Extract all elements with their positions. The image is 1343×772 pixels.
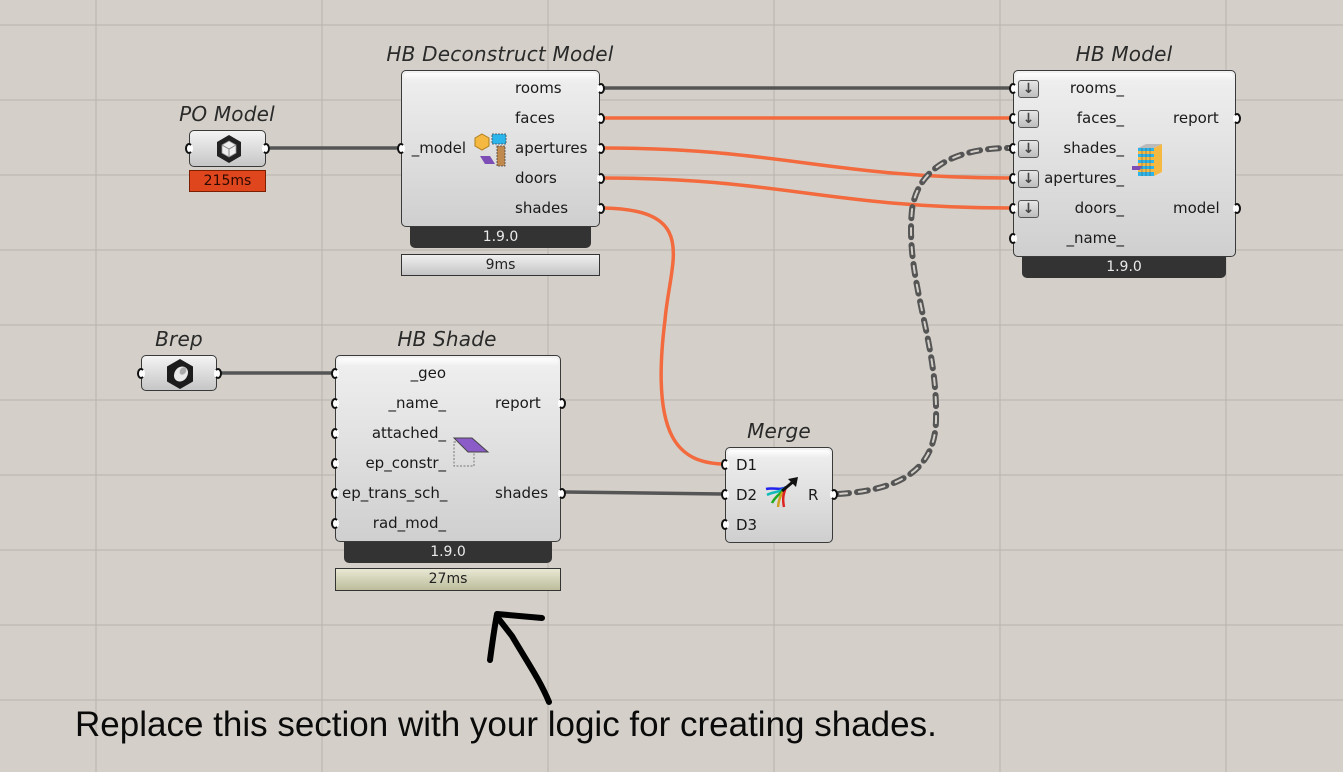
flatten-toggle-apertures[interactable]: ↓ <box>1018 170 1039 188</box>
po-model-timer: 215ms <box>189 170 266 192</box>
shade-icon <box>452 436 490 472</box>
input-port-apertures[interactable] <box>1009 172 1017 184</box>
output-label-report: report <box>495 394 541 412</box>
flatten-toggle-rooms[interactable]: ↓ <box>1018 80 1039 98</box>
output-label-rooms: rooms <box>515 79 562 97</box>
input-port-name[interactable] <box>1009 232 1017 244</box>
merge-component[interactable]: D1 D2 D3 R <box>725 447 833 543</box>
input-port-d1[interactable] <box>721 458 729 470</box>
flatten-toggle-doors[interactable]: ↓ <box>1018 200 1039 218</box>
brep-input-port[interactable] <box>137 367 145 379</box>
input-port-rooms[interactable] <box>1009 82 1017 94</box>
input-label-name: _name_ <box>388 394 446 412</box>
input-label-d2: D2 <box>736 486 758 504</box>
pollination-model-icon <box>214 134 244 168</box>
hb-deconstruct-component[interactable]: _model rooms faces apertures doors shade… <box>401 70 600 227</box>
input-port-faces[interactable] <box>1009 112 1017 124</box>
wire-apertures[interactable] <box>603 146 1011 180</box>
brep-icon <box>164 358 196 394</box>
flatten-toggle-shades[interactable]: ↓ <box>1018 140 1039 158</box>
hb-shade-component[interactable]: _geo _name_ attached_ ep_constr_ ep_tran… <box>335 355 561 542</box>
input-port-shades[interactable] <box>1009 142 1017 154</box>
output-port-r[interactable] <box>830 488 838 500</box>
po-model-output-port[interactable] <box>262 142 270 154</box>
hb-deconstruct-title: HB Deconstruct Model <box>386 42 614 66</box>
output-label-shades: shades <box>515 199 569 217</box>
po-model-input-port[interactable] <box>185 142 193 154</box>
input-port-rad-mod[interactable] <box>331 517 339 529</box>
output-port-rooms[interactable] <box>597 82 605 94</box>
input-label-name: _name_ <box>1066 229 1124 247</box>
input-label-rad-mod: rad_mod_ <box>372 514 446 532</box>
flatten-toggle-faces[interactable]: ↓ <box>1018 110 1039 128</box>
input-label-d3: D3 <box>736 516 758 534</box>
input-port-model[interactable] <box>397 142 405 154</box>
input-port-doors[interactable] <box>1009 202 1017 214</box>
input-label-ep-trans-sch: ep_trans_sch_ <box>342 484 448 502</box>
output-label-r: R <box>808 486 819 504</box>
input-port-d2[interactable] <box>721 488 729 500</box>
output-port-apertures[interactable] <box>597 142 605 154</box>
merge-title: Merge <box>747 419 811 443</box>
input-port-ep-constr[interactable] <box>331 457 339 469</box>
output-port-model[interactable] <box>1233 202 1241 214</box>
arrow-up-left-icon <box>487 611 552 705</box>
input-label-ep-constr: ep_constr_ <box>365 454 446 472</box>
output-port-report[interactable] <box>558 397 566 409</box>
output-port-report[interactable] <box>1233 112 1241 124</box>
output-label-apertures: apertures <box>515 139 588 157</box>
input-label-faces: faces_ <box>1076 109 1124 127</box>
input-port-attached[interactable] <box>331 427 339 439</box>
wire-hb-shades-to-merge[interactable] <box>563 490 723 496</box>
input-label-rooms: rooms_ <box>1069 79 1124 97</box>
output-port-faces[interactable] <box>597 112 605 124</box>
input-port-d3[interactable] <box>721 518 729 530</box>
output-label-faces: faces <box>515 109 555 127</box>
po-model-component[interactable] <box>189 130 266 167</box>
hb-model-version: 1.9.0 <box>1022 257 1226 278</box>
hb-deconstruct-timer: 9ms <box>401 254 600 276</box>
wire-shades-to-merge[interactable] <box>603 206 723 466</box>
hb-shade-title: HB Shade <box>397 327 497 351</box>
deconstruct-model-icon <box>472 131 510 173</box>
annotation-text: Replace this section with your logic for… <box>75 705 937 744</box>
input-label-attached: attached_ <box>371 424 446 442</box>
brep-title: Brep <box>155 327 203 351</box>
merge-icon <box>764 477 800 515</box>
input-port-ep-trans-sch[interactable] <box>331 487 339 499</box>
output-port-doors[interactable] <box>597 172 605 184</box>
brep-output-port[interactable] <box>214 367 222 379</box>
brep-param[interactable] <box>141 355 217 391</box>
input-label-model: _model <box>411 139 466 157</box>
input-label-shades: shades_ <box>1063 139 1124 157</box>
input-label-geo: _geo <box>410 364 446 382</box>
input-label-d1: D1 <box>736 456 758 474</box>
output-label-report: report <box>1173 109 1219 127</box>
output-label-doors: doors <box>515 169 557 187</box>
po-model-title: PO Model <box>179 102 275 126</box>
output-port-shades[interactable] <box>558 487 566 499</box>
output-label-shades: shades <box>495 484 549 502</box>
output-label-model: model <box>1173 199 1220 217</box>
hb-model-building-icon <box>1132 144 1168 184</box>
input-port-geo[interactable] <box>331 367 339 379</box>
wire-doors[interactable] <box>603 176 1011 210</box>
input-label-apertures: apertures_ <box>1044 169 1124 187</box>
input-port-name[interactable] <box>331 397 339 409</box>
input-label-doors: doors_ <box>1074 199 1124 217</box>
output-port-shades[interactable] <box>597 202 605 214</box>
hb-shade-version: 1.9.0 <box>344 542 552 563</box>
hb-model-title: HB Model <box>1075 42 1173 66</box>
hb-deconstruct-version: 1.9.0 <box>410 227 591 248</box>
hb-model-component[interactable]: ↓ ↓ ↓ ↓ ↓ rooms_ faces_ shades_ aperture… <box>1013 70 1236 257</box>
wire-merge-to-hb-model-shades[interactable] <box>835 145 1013 497</box>
hb-shade-timer: 27ms <box>335 568 561 591</box>
